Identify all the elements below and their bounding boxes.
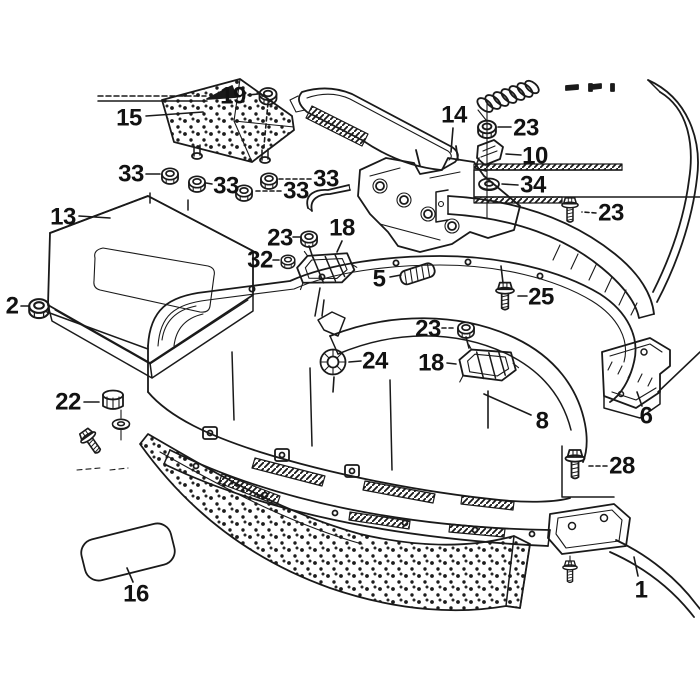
callout-23-13: 23	[513, 115, 539, 142]
callout-33-5: 33	[313, 166, 339, 193]
leader-23	[465, 336, 470, 349]
bolt-28	[564, 449, 586, 480]
callout-19-1: 19	[220, 83, 246, 110]
leader-33	[205, 182, 213, 185]
deck-housing	[147, 255, 637, 511]
leader-14	[450, 127, 454, 153]
bumper	[139, 433, 531, 612]
nut-33-d	[260, 172, 278, 190]
bolt-22	[75, 425, 107, 458]
part-6-bracket	[601, 337, 671, 419]
callout-23-8: 23	[267, 225, 293, 252]
leader-24	[332, 376, 335, 393]
bolt-23-right	[561, 197, 579, 223]
part-1-handle	[547, 503, 700, 618]
callout-5-11: 5	[373, 266, 386, 293]
washer-22	[111, 418, 131, 431]
leader-18	[336, 240, 343, 253]
nut-23-center	[457, 321, 475, 339]
leader-18	[446, 362, 457, 365]
part-16-flap	[80, 522, 176, 582]
leader-23	[308, 245, 314, 259]
rear-guard	[435, 189, 655, 319]
hardware-22-group	[75, 389, 131, 471]
callout-18-19[interactable]: 18	[418, 350, 444, 377]
cap-22	[102, 389, 124, 410]
nut-23-left	[300, 230, 318, 248]
leader-25	[500, 265, 504, 284]
leader-24	[348, 360, 362, 363]
leader-15	[145, 111, 204, 117]
callout-33-2: 33	[118, 161, 144, 188]
leader-8	[483, 393, 532, 416]
leader-6	[636, 391, 643, 407]
leader-10	[505, 153, 522, 156]
callout-23-18: 23	[415, 316, 441, 343]
callout-8-21: 8	[536, 408, 549, 435]
callout-15-0: 15	[116, 105, 142, 132]
handle-upper-tube	[647, 79, 699, 303]
bolt-1	[562, 560, 578, 584]
callout-33-3: 33	[213, 173, 239, 200]
callout-13-6: 13	[50, 204, 76, 231]
part-28-group	[561, 445, 615, 498]
leader-34	[501, 183, 519, 186]
part-14-panel	[289, 87, 459, 171]
callout-14-12: 14	[441, 102, 468, 129]
callout-24-20: 24	[362, 348, 389, 375]
leader-19	[247, 93, 259, 96]
part-15-plate	[161, 78, 295, 164]
callout-18-10[interactable]: 18	[329, 215, 355, 242]
leader-6	[657, 351, 700, 393]
nut-33-b	[188, 175, 206, 193]
part-5-spacer	[399, 262, 436, 286]
bolt-25	[495, 281, 515, 311]
hook-strap	[306, 184, 351, 212]
callout-33-4: 33	[283, 178, 309, 205]
nut-2	[28, 298, 50, 320]
nut-32	[280, 254, 296, 270]
leader-19	[263, 102, 269, 147]
clipped-marks-top-right	[565, 83, 615, 92]
leader-1	[633, 556, 639, 577]
part-18-clip-left[interactable]	[290, 239, 361, 294]
knob-24	[319, 348, 347, 376]
central-bracket	[357, 145, 521, 253]
leader-5	[389, 274, 402, 278]
leader-2	[46, 311, 149, 350]
callout-23-16: 23	[598, 200, 624, 227]
callout-28-23: 28	[609, 453, 635, 480]
leader-layer	[20, 93, 700, 583]
callout-22-24: 22	[55, 389, 81, 416]
leader-23	[581, 211, 597, 214]
callout-6-22: 6	[640, 403, 653, 430]
part-13-cover	[47, 192, 254, 379]
callout-10-14: 10	[522, 143, 548, 170]
nut-33-a	[161, 167, 179, 185]
callout-1-26: 1	[635, 577, 648, 604]
callout-34-15: 34	[520, 172, 547, 199]
callout-2-7: 2	[6, 293, 19, 320]
leader-13	[78, 215, 111, 219]
callout-16-25: 16	[123, 581, 149, 608]
callout-25-17: 25	[528, 284, 554, 311]
leader-16	[126, 567, 134, 583]
callout-32-9: 32	[247, 247, 273, 274]
spring	[476, 79, 540, 121]
frame-box-34	[473, 163, 700, 204]
